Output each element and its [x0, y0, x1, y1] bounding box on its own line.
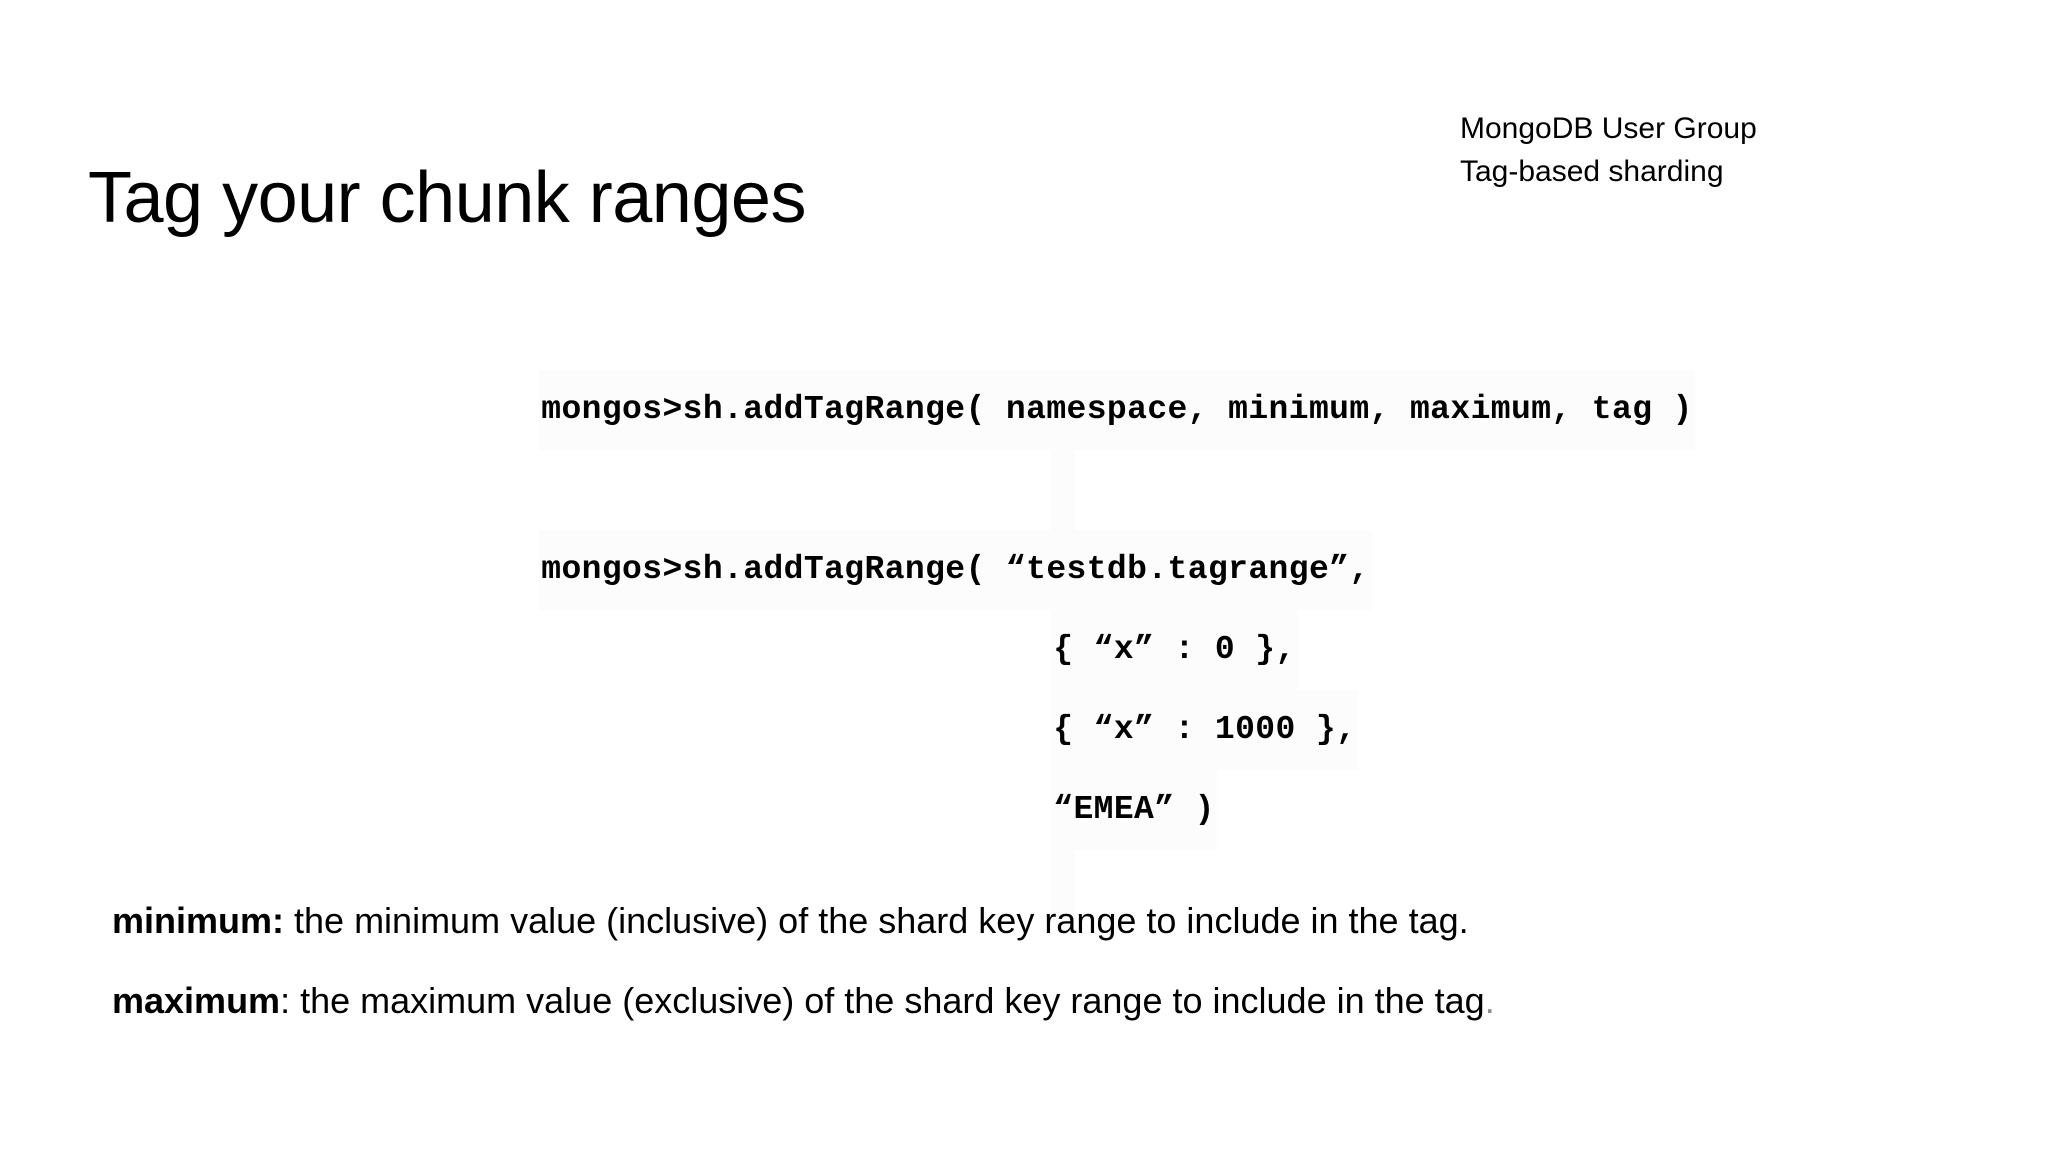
code-line-text: mongos>sh.addTagRange( “testdb.tagrange”… [539, 530, 1372, 610]
code-line-text [1051, 450, 1076, 530]
code-line-blank [0, 770, 2048, 930]
code-block: mongos>sh.addTagRange( namespace, minimu… [0, 290, 2048, 930]
code-line-blank [0, 370, 2048, 530]
page-title: Tag your chunk ranges [88, 158, 806, 239]
code-line: mongos>sh.addTagRange( namespace, minimu… [0, 290, 2048, 450]
term-maximum: maximum [112, 980, 281, 1021]
header-line-group: MongoDB User Group [1460, 112, 1757, 145]
code-line: { “x” : 1000 }, [0, 610, 2048, 770]
code-line-text: { “x” : 0 }, [1051, 610, 1298, 690]
description-minimum: minimum: the minimum value (inclusive) o… [112, 898, 1469, 945]
slide-header: MongoDB User Group Tag-based sharding [1460, 108, 1757, 194]
code-line: { “x” : 0 }, [0, 530, 2048, 690]
description-maximum-trailing-dot: . [1484, 980, 1495, 1021]
description-maximum: maximum: the maximum value (exclusive) o… [112, 978, 1495, 1025]
header-line-subtitle: Tag-based sharding [1460, 154, 1724, 188]
code-line: “EMEA” ) [0, 690, 2048, 850]
code-line: mongos>sh.addTagRange( “testdb.tagrange”… [0, 450, 2048, 610]
description-minimum-text: the minimum value (inclusive) of the sha… [284, 900, 1469, 941]
term-minimum: minimum: [112, 900, 285, 941]
code-line-text [1051, 850, 1076, 930]
code-line-text: mongos>sh.addTagRange( namespace, minimu… [539, 370, 1695, 450]
code-line-text: “EMEA” ) [1051, 770, 1217, 850]
description-maximum-text: the maximum value (exclusive) of the sha… [300, 980, 1485, 1021]
code-line-text: { “x” : 1000 }, [1051, 690, 1359, 770]
description-maximum-separator: : [280, 980, 301, 1021]
